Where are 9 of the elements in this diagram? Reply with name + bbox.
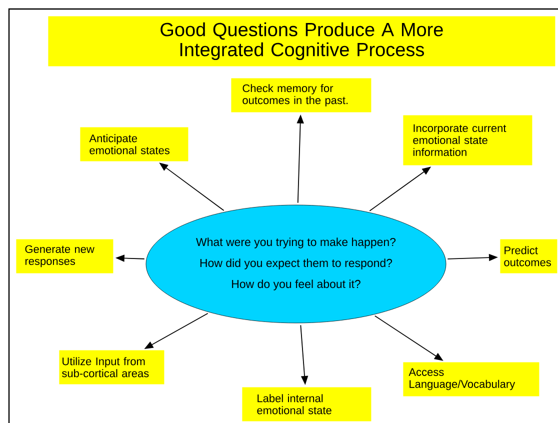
text-box: Incorporate current emotional state information	[403, 115, 532, 166]
text-box: Label internal emotional state	[242, 387, 372, 422]
text-box: Access Language/Vocabulary	[403, 362, 540, 396]
title-banner: Good Questions Produce A More Integrated Cognitive Process	[48, 16, 556, 66]
text-box: Anticipate emotional states	[80, 127, 188, 162]
text-box: Predict outcomes	[500, 239, 558, 274]
text-box: Generate new responses	[16, 239, 114, 274]
text-box: Utilize Input from sub-cortical areas	[59, 350, 164, 384]
text-box: Check memory for outcomes in the past.	[231, 78, 372, 112]
